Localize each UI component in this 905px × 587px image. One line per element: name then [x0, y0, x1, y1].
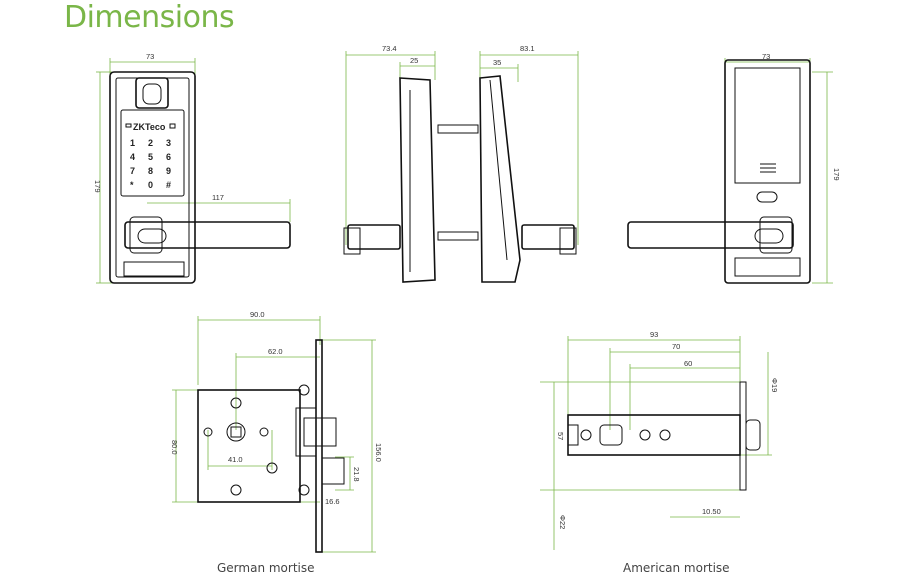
american-mortise: 93 70 60 57 Φ22 Φ19 10.50 American morti… — [540, 330, 779, 575]
left-depth-label: 73.4 — [382, 44, 397, 53]
am-93-label: 93 — [650, 330, 658, 339]
right-depth-label: 83.1 — [520, 44, 535, 53]
right-side-view: 83.1 35 — [479, 44, 579, 283]
left-inner-label: 25 — [410, 56, 418, 65]
am-57-label: 57 — [556, 432, 565, 440]
gm-80-label: 80.0 — [170, 440, 179, 455]
back-width-label: 73 — [762, 52, 770, 61]
gm-16-6-label: 16.6 — [325, 497, 340, 506]
front-height-label: 179 — [93, 180, 102, 193]
keypad-key: 7 — [130, 166, 135, 176]
page-title: Dimensions — [64, 0, 235, 35]
brand-logo: ZKTeco — [133, 122, 166, 132]
front-view: 73 179 117 ZKTeco 1 2 3 4 5 6 7 8 9 * 0 # — [93, 52, 291, 284]
keypad: 1 2 3 4 5 6 7 8 9 * 0 # — [130, 138, 171, 190]
keypad-key: 6 — [166, 152, 171, 162]
right-inner-label: 35 — [493, 58, 501, 67]
gm-156-label: 156.0 — [374, 443, 383, 462]
gm-62-label: 62.0 — [268, 347, 283, 356]
back-view: 73 179 — [627, 52, 841, 284]
left-side-view: 73.4 25 — [343, 44, 479, 283]
german-mortise: 90.0 62.0 80.0 41.0 156.0 21.8 16.6 — [170, 310, 383, 575]
keypad-key: 2 — [148, 138, 153, 148]
keypad-key: 0 — [148, 180, 153, 190]
front-handle-label: 117 — [212, 193, 224, 202]
keypad-key: 8 — [148, 166, 153, 176]
am-10-50-label: 10.50 — [702, 507, 721, 516]
am-phi22-label: Φ22 — [558, 515, 567, 529]
german-mortise-caption: German mortise — [217, 561, 315, 575]
am-phi19-label: Φ19 — [770, 378, 779, 392]
keypad-key: 9 — [166, 166, 171, 176]
keypad-key: 5 — [148, 152, 153, 162]
keypad-key: 4 — [130, 152, 135, 162]
keypad-key: 3 — [166, 138, 171, 148]
keypad-key: 1 — [130, 138, 135, 148]
gm-90-label: 90.0 — [250, 310, 265, 319]
am-70-label: 70 — [672, 342, 680, 351]
gm-21-8-label: 21.8 — [352, 467, 361, 482]
back-height-label: 179 — [832, 168, 841, 181]
gm-41-label: 41.0 — [228, 455, 243, 464]
keypad-key: * — [130, 180, 134, 190]
keypad-key: # — [166, 180, 171, 190]
american-mortise-caption: American mortise — [623, 561, 730, 575]
front-width-label: 73 — [146, 52, 154, 61]
am-60-label: 60 — [684, 359, 692, 368]
